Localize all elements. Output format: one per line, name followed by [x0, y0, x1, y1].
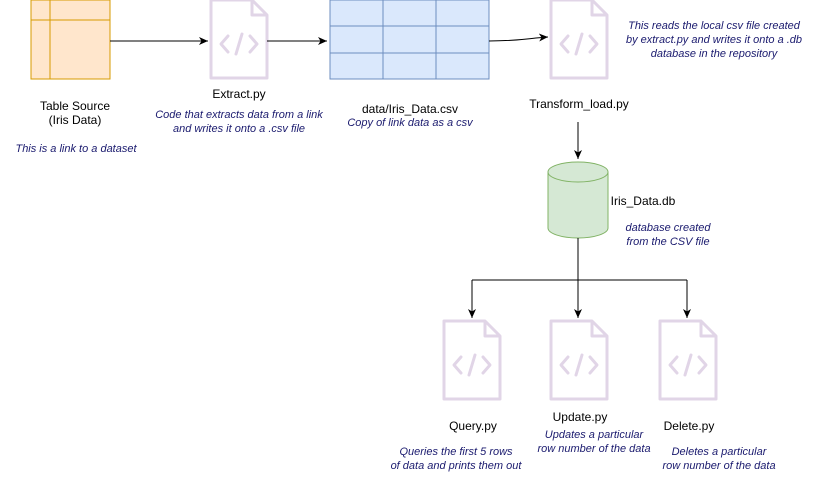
table-icon	[329, 0, 490, 80]
table-source-note: This is a link to a dataset	[15, 143, 137, 155]
transform-note-line1: This reads the local csv file created	[628, 20, 800, 32]
delete-code-file	[658, 319, 718, 401]
extract-note-line2: and writes it onto a .csv file	[172, 123, 306, 135]
transform-note-line2: by extract.py and writes it onto a .db	[625, 34, 803, 46]
table-source-label-line2: (Iris Data)	[48, 113, 102, 127]
code-file-icon	[549, 319, 609, 401]
db-note-line1: database created	[625, 222, 711, 234]
transform-note-line3: database in the repository	[650, 48, 778, 60]
extract-note-line1: Code that extracts data from a link	[155, 109, 323, 121]
query-note-line1: Queries the first 5 rows	[399, 446, 513, 458]
update-note: Updates a particular row number of the d…	[526, 428, 662, 456]
extract-label: Extract.py	[212, 87, 266, 101]
transform-code-file	[549, 0, 609, 80]
transform-label: Transform_load.py	[529, 97, 629, 111]
delete-note: Deletes a particular row number of the d…	[647, 445, 791, 473]
update-label: Update.py	[552, 410, 608, 424]
update-note-line2: row number of the data	[537, 443, 651, 455]
database-cylinder-icon	[547, 172, 609, 239]
csv-label: data/Iris_Data.csv	[361, 102, 459, 116]
query-label: Query.py	[449, 419, 497, 433]
query-code-file	[442, 319, 502, 401]
csv-file-node	[329, 0, 490, 80]
table-source-label: Table Source (Iris Data)	[30, 99, 120, 127]
edge-csv-to-transform	[488, 33, 549, 42]
delete-label: Delete.py	[663, 419, 715, 433]
delete-note-line1: Deletes a particular	[671, 446, 767, 458]
query-note-line2: of data and prints them out	[390, 460, 522, 472]
extract-code-file	[209, 0, 269, 80]
code-file-icon	[549, 0, 609, 80]
database-node	[547, 161, 609, 239]
db-note: database created from the CSV file	[612, 221, 724, 249]
transform-note: This reads the local csv file created by…	[611, 19, 817, 61]
extract-note: Code that extracts data from a link and …	[134, 108, 344, 136]
code-file-icon	[209, 0, 269, 80]
delete-note-line2: row number of the data	[662, 460, 776, 472]
query-note: Queries the first 5 rows of data and pri…	[376, 445, 536, 473]
csv-note: Copy of link data as a csv	[347, 117, 473, 129]
update-note-line1: Updates a particular	[544, 429, 644, 441]
table-icon	[30, 0, 111, 80]
db-label: Iris_Data.db	[610, 194, 676, 208]
update-code-file	[549, 319, 609, 401]
edges	[110, 33, 691, 318]
table-source-label-line1: Table Source	[39, 99, 111, 113]
code-file-icon	[442, 319, 502, 401]
table-source-node	[30, 0, 111, 80]
code-file-icon	[658, 319, 718, 401]
db-note-line2: from the CSV file	[626, 236, 710, 248]
